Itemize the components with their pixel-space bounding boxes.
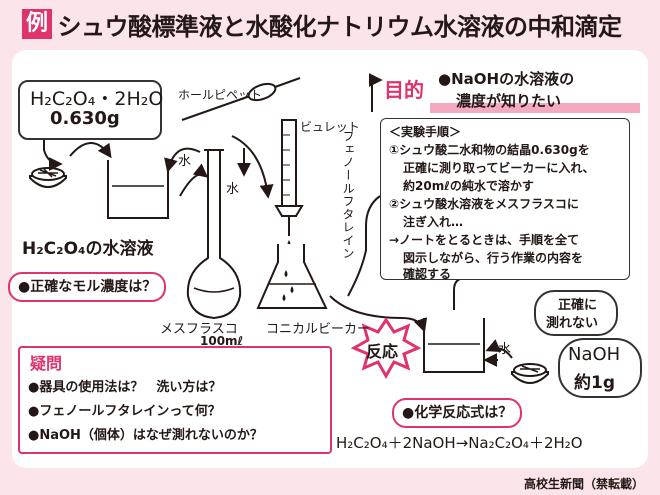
footer-credit: 高校生新聞（禁転載）: [523, 477, 644, 491]
cannot-weigh-line-2: 測れない: [546, 316, 599, 331]
procedure-title: ＜実験手順＞: [389, 125, 462, 139]
formula-text: H₂C₂O₄・2H₂O: [30, 88, 164, 110]
questions-title: 疑問: [30, 354, 63, 373]
procedure-line-4: ②シュウ酸水溶液をメスフラスコに: [389, 197, 579, 211]
hole-pipette-label: ホールピペット: [178, 88, 263, 102]
volume-label: 100mℓ: [200, 334, 244, 348]
naoh-amount: 約1g: [574, 373, 615, 393]
title-text: シュウ酸標準液と水酸化ナトリウム水溶液の中和滴定: [57, 12, 623, 41]
purpose-line-1: ●NaOHの水溶液の: [438, 70, 575, 88]
phenolphthalein-label: フェノールフタレイン: [341, 130, 355, 260]
mass-text: 0.630g: [50, 108, 120, 129]
procedure-line-2: 正確に測り取ってビーカーに入れ、: [403, 161, 595, 175]
hole-pipette-icon: [181, 77, 301, 121]
formula-box: H₂C₂O₄・2H₂O 0.630g: [18, 80, 164, 140]
burette-label: ビュレット: [300, 120, 360, 134]
volumetric-flask-label: メスフラスコ: [160, 322, 238, 337]
title-tag: 例: [22, 9, 52, 39]
procedure-line-6: →ノートをとるときは、手順を全て: [389, 233, 580, 247]
reaction-burst-icon: [350, 317, 422, 380]
beaker-icon: [107, 160, 169, 219]
cannot-weigh-line-1: 正確に: [558, 298, 598, 313]
conical-beaker-icon: [256, 244, 328, 309]
conical-beaker-label: コニカルビーカー: [266, 322, 371, 337]
procedure-line-8: 確認する: [403, 267, 452, 281]
questions-item-3: ●NaOH（個体）はなぜ測れないのか？: [28, 428, 263, 443]
questions-item-1: ●器具の使用法は？ 洗い方は？: [28, 380, 222, 395]
water-label-3: 水: [498, 342, 512, 357]
reaction-label: 反応: [366, 342, 399, 361]
questions-item-2: ●フェノールフタレインって何？: [28, 404, 221, 419]
burette-icon: [274, 119, 304, 247]
procedure-line-3: 約20mℓの純水で溶かす: [403, 179, 534, 193]
chemical-equation-question: ●化学反応式は？: [392, 398, 523, 428]
procedure-box: ＜実験手順＞ ①シュウ酸二水和物の結晶0.630gを 正確に測り取ってビーカーに…: [380, 118, 630, 281]
procedure-line-5: 注ぎ入れ…: [403, 215, 464, 229]
questions-box: 疑問 ●器具の使用法は？ 洗い方は？ ●フェノールフタレインって何？ ●NaOH…: [18, 346, 332, 454]
procedure-line-7: 図示しながら、行う作業の内容を: [403, 251, 584, 265]
water-label-2: 水: [226, 182, 240, 197]
naoh-dish-icon: [511, 363, 549, 384]
cannot-weigh-bubble: 正確に 測れない: [534, 290, 618, 336]
volumetric-flask-icon: [186, 149, 242, 320]
water-label-1: 水: [178, 154, 192, 169]
page-title: 例 シュウ酸標準液と水酸化ナトリウム水溶液の中和滴定: [22, 2, 642, 46]
naoh-beaker-icon: [423, 318, 485, 373]
molar-question-pill: ●正確なモル濃度は？: [8, 272, 167, 302]
purpose-line-2: 濃度が知りたい: [456, 92, 562, 110]
procedure-line-1: ①シュウ酸二水和物の結晶0.630gを: [389, 143, 590, 157]
chemical-equation: H₂C₂O₄＋2NaOH→Na₂C₂O₄＋2H₂O: [336, 434, 583, 452]
naoh-formula: NaOH: [568, 344, 621, 365]
solution-label: H₂C₂O₄の水溶液: [22, 239, 154, 259]
purpose-label: 目的: [384, 78, 424, 102]
naoh-box: NaOH 約1g: [558, 338, 642, 398]
crystal-dish-icon: [29, 167, 67, 188]
